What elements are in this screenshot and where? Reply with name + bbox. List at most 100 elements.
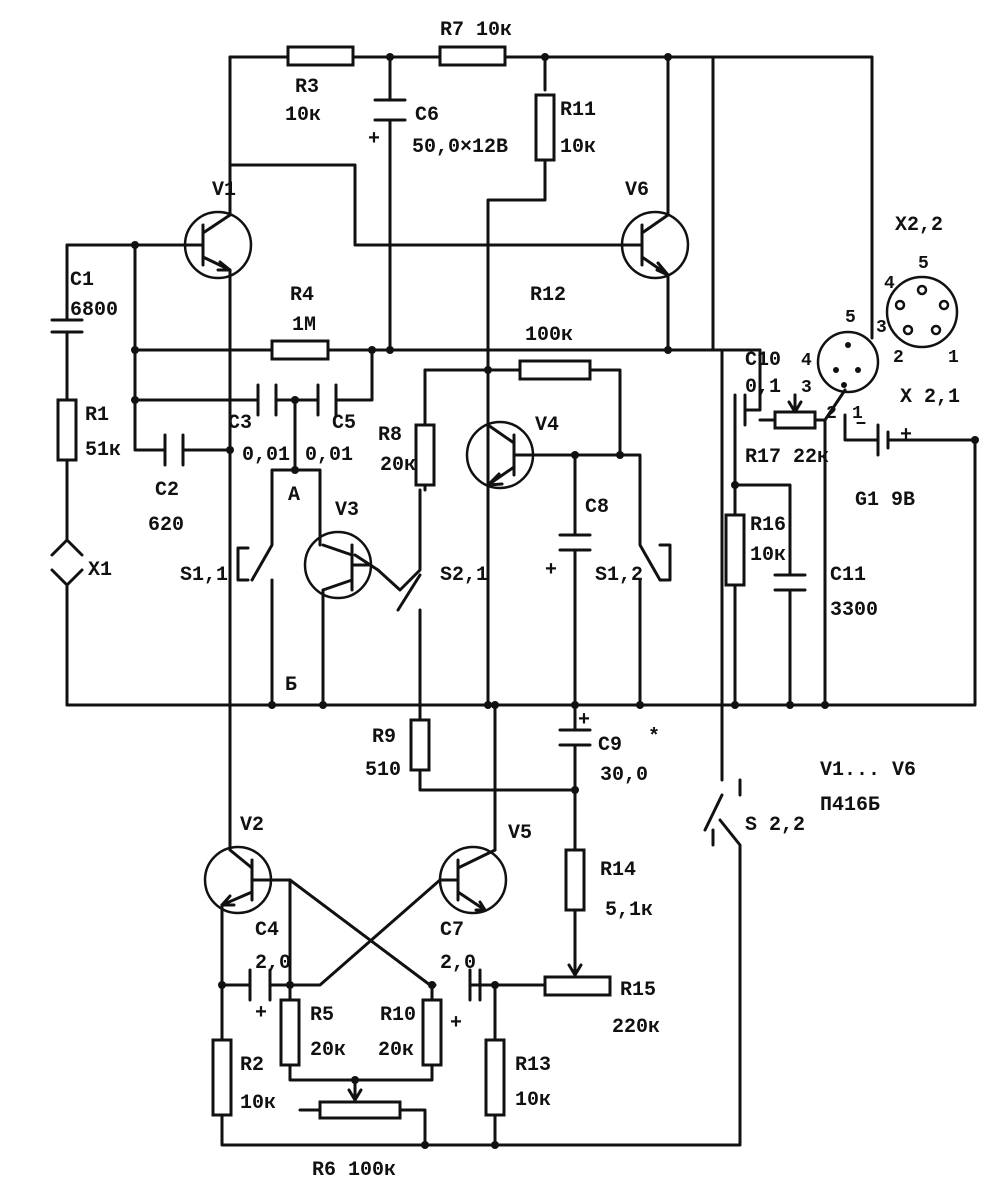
v2-transistor xyxy=(203,845,292,915)
c2-capacitor xyxy=(163,433,185,467)
v4-transistor xyxy=(465,420,535,490)
label-v1: V1 xyxy=(212,179,236,202)
label-r12-name: R12 xyxy=(530,284,566,307)
c3-capacitor xyxy=(256,383,278,417)
r1-resistor xyxy=(56,398,78,462)
c11-capacitor xyxy=(773,573,807,592)
r5-resistor xyxy=(279,998,301,1067)
label-c9-plus: + xyxy=(578,709,590,732)
label-c6-name: C6 xyxy=(415,104,439,127)
x22-pin-2: 2 xyxy=(893,348,904,368)
label-point-b: Б xyxy=(285,674,297,697)
label-x1: X1 xyxy=(88,559,112,582)
label-r16-name: R16 xyxy=(750,514,786,537)
v6-transistor xyxy=(620,210,690,280)
label-r16-value: 10к xyxy=(750,544,786,567)
label-r4-name: R4 xyxy=(290,284,314,307)
label-r14-name: R14 xyxy=(600,859,636,882)
c9-capacitor xyxy=(558,728,592,747)
label-g1-plus: + xyxy=(900,424,912,447)
label-c4-value: 2,0 xyxy=(255,952,291,975)
r6-resistor xyxy=(318,1100,402,1120)
label-r1-value: 51к xyxy=(85,439,121,462)
label-r15-value: 220к xyxy=(612,1016,660,1039)
capacitors xyxy=(50,98,807,1002)
label-r15-name: R15 xyxy=(620,979,656,1002)
r7-resistor xyxy=(438,45,507,67)
label-r5-name: R5 xyxy=(310,1004,334,1027)
v5-transistor xyxy=(438,845,508,915)
label-c4-plus: + xyxy=(255,1002,267,1025)
label-r1-name: R1 xyxy=(85,404,109,427)
label-r17: R17 22к xyxy=(745,446,829,469)
r3-resistor xyxy=(286,45,355,67)
v3-transistor xyxy=(303,530,373,600)
label-c1-value: 6800 xyxy=(70,299,118,322)
r10-resistor xyxy=(421,998,443,1067)
s22-switch xyxy=(703,778,742,847)
r15-resistor xyxy=(543,975,612,997)
label-r3-name: R3 xyxy=(295,76,319,99)
label-v5: V5 xyxy=(508,822,532,845)
label-c9-value: 30,0 xyxy=(600,764,648,787)
junction-dots xyxy=(131,53,979,1149)
s12-switch xyxy=(638,518,672,617)
label-s21: S2,1 xyxy=(440,564,488,587)
component-labels: R7 10к R3 10к C6 + 50,0×12В R11 10к V1 V… xyxy=(70,19,960,1182)
label-r13-name: R13 xyxy=(515,1054,551,1077)
label-c8-plus: + xyxy=(545,559,557,582)
battery-g1 xyxy=(876,423,890,457)
label-c2-name: C2 xyxy=(155,479,179,502)
connector-pin-labels: 1 2 3 4 5 1 2 3 4 5 xyxy=(801,254,959,424)
label-transistor-type: П416Б xyxy=(820,794,880,817)
x21-pin-3: 3 xyxy=(801,378,812,398)
resistors xyxy=(56,45,817,1120)
c6-capacitor xyxy=(373,98,407,122)
label-r11-name: R11 xyxy=(560,99,596,122)
r11-resistor xyxy=(534,93,556,162)
label-r8-name: R8 xyxy=(378,424,402,447)
x21-pin-1: 1 xyxy=(852,404,863,424)
label-r2-value: 10к xyxy=(240,1092,276,1115)
label-r9-name: R9 xyxy=(372,726,396,749)
label-c5-value: 0,01 xyxy=(305,444,353,467)
label-r5-value: 20к xyxy=(310,1039,346,1062)
label-r12-value: 100к xyxy=(525,324,573,347)
r12-resistor xyxy=(518,359,592,381)
c1-capacitor xyxy=(50,318,84,334)
label-c3-value: 0,01 xyxy=(242,444,290,467)
v1-transistor xyxy=(183,210,253,280)
label-c11-value: 3300 xyxy=(830,599,878,622)
r4-resistor xyxy=(270,339,330,361)
label-x21: X 2,1 xyxy=(900,386,960,409)
c4-capacitor xyxy=(248,968,272,1002)
label-c6-value: 50,0×12В xyxy=(412,136,508,159)
r8-resistor xyxy=(414,423,436,487)
label-r7: R7 10к xyxy=(440,19,512,42)
x22-pin-5: 5 xyxy=(918,254,929,274)
label-c7-value: 2,0 xyxy=(440,952,476,975)
label-c7-name: C7 xyxy=(440,919,464,942)
wires xyxy=(65,55,977,1147)
c7-capacitor xyxy=(468,968,482,1002)
label-s22: S 2,2 xyxy=(745,814,805,837)
label-r13-value: 10к xyxy=(515,1089,551,1112)
label-v6: V6 xyxy=(625,179,649,202)
label-c1-name: C1 xyxy=(70,269,94,292)
label-s12: S1,2 xyxy=(595,564,643,587)
label-c9-star: * xyxy=(648,726,660,749)
label-c11-name: C11 xyxy=(830,564,866,587)
x22-pin-1: 1 xyxy=(948,348,959,368)
transistors xyxy=(183,210,690,915)
label-r10-name: R10 xyxy=(380,1004,416,1027)
label-c7-plus: + xyxy=(450,1012,462,1035)
label-g1: G1 9В xyxy=(855,489,915,512)
switches xyxy=(236,503,742,847)
label-c5-name: C5 xyxy=(332,412,356,435)
label-g1-minus: – xyxy=(855,412,867,435)
label-r14-value: 5,1к xyxy=(605,899,653,922)
label-c3-name: C3 xyxy=(228,412,252,435)
x22-pin-3: 3 xyxy=(876,318,887,338)
label-v2: V2 xyxy=(240,814,264,837)
label-c2-value: 620 xyxy=(148,514,184,537)
